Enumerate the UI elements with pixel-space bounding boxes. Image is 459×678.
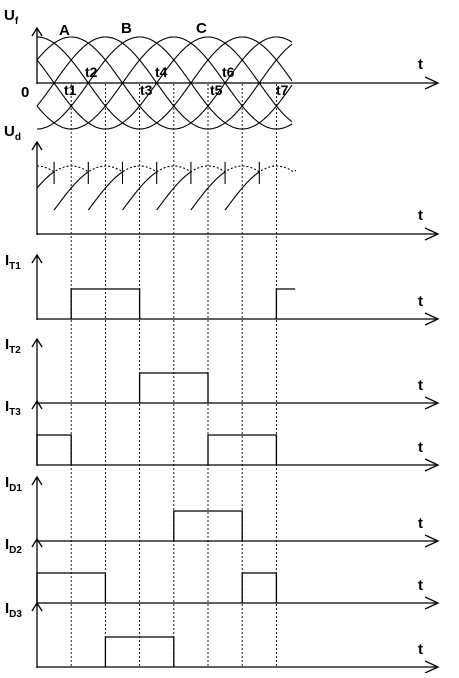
current-panel-t2: IT2 t — [5, 336, 440, 410]
phase-a-inverted-wave — [37, 36, 293, 130]
time-guide-lines — [70, 84, 277, 666]
current-pulse-d1-1 — [173, 510, 243, 541]
current-panel-d1: ID1 t — [5, 474, 440, 548]
time-label-t5: t5 — [210, 82, 223, 98]
current-x-arrow-icon — [424, 458, 440, 472]
current-t-label-t2: t — [418, 377, 423, 394]
current-label-d3: ID3 — [5, 600, 22, 620]
voltage-y-label: Uf — [4, 7, 19, 27]
current-y-arrow-icon — [31, 253, 43, 264]
output-voltage-panel: Ud t — [4, 123, 440, 241]
current-label-t1: IT1 — [5, 252, 21, 272]
current-x-arrow-icon — [424, 534, 440, 548]
output-y-arrow-icon — [31, 140, 43, 151]
current-t-label-d3: t — [418, 641, 423, 658]
time-label-t6: t6 — [222, 64, 235, 80]
voltage-x-arrow-icon — [424, 76, 440, 90]
phase-b-label: B — [121, 20, 132, 37]
current-x-arrow-icon — [424, 396, 440, 410]
voltage-t-label: t — [418, 56, 423, 73]
current-pulse-d2-1 — [36, 572, 107, 603]
phase-b-inverted-wave — [36, 36, 293, 130]
current-pulse-d2-2 — [241, 572, 278, 603]
current-label-t2: IT2 — [5, 336, 21, 356]
phase-c-label: C — [196, 20, 207, 37]
time-label-t4: t4 — [155, 64, 168, 80]
current-y-arrow-icon — [31, 337, 43, 348]
current-panel-t3: IT3 t — [5, 398, 440, 472]
voltage-panel: Uf 0 A B C t1 t2 t3 t4 t5 t6 t7 t — [4, 7, 440, 130]
time-label-t7: t7 — [276, 82, 289, 98]
current-pulse-t3-1 — [36, 434, 72, 465]
current-pulse-t1-1 — [70, 288, 141, 319]
current-label-d1: ID1 — [5, 474, 22, 494]
output-voltage-wave — [36, 161, 260, 211]
current-panel-d3: ID3 t — [5, 600, 440, 674]
current-x-arrow-icon — [424, 312, 440, 326]
output-reference-wave — [37, 165, 297, 173]
current-label-t3: IT3 — [5, 398, 21, 418]
output-t-label: t — [418, 207, 423, 224]
current-y-arrow-icon — [31, 475, 43, 486]
current-pulse-t2-1 — [138, 372, 209, 403]
output-x-arrow-icon — [424, 227, 440, 241]
current-t-label-t3: t — [418, 439, 423, 456]
phase-a-label: A — [59, 22, 70, 39]
current-y-arrow-icon — [31, 537, 43, 548]
current-pulse-d3-1 — [104, 636, 175, 667]
time-label-t3: t3 — [140, 82, 153, 98]
voltage-y-arrow-icon — [31, 26, 43, 37]
current-pulse-t3-2 — [207, 434, 278, 465]
time-label-t1: t1 — [64, 82, 77, 98]
current-y-arrow-icon — [31, 601, 43, 612]
current-panel-t1: IT1 t — [5, 252, 440, 326]
phase-a-wave — [37, 36, 293, 130]
phase-b-wave — [36, 36, 293, 130]
origin-label: 0 — [21, 84, 29, 101]
current-x-arrow-icon — [424, 660, 440, 674]
output-y-label: Ud — [4, 123, 21, 143]
current-panel-d2: ID2 t — [5, 536, 440, 610]
current-x-arrow-icon — [424, 596, 440, 610]
current-t-label-d2: t — [418, 577, 423, 594]
current-pulse-t1-2 — [275, 288, 296, 319]
phase-c-wave — [36, 36, 293, 130]
current-t-label-d1: t — [418, 515, 423, 532]
current-label-d2: ID2 — [5, 536, 22, 556]
current-y-arrow-icon — [31, 399, 43, 410]
phase-c-inverted-wave — [36, 36, 293, 130]
time-label-t2: t2 — [85, 64, 98, 80]
current-t-label-t1: t — [418, 293, 423, 310]
